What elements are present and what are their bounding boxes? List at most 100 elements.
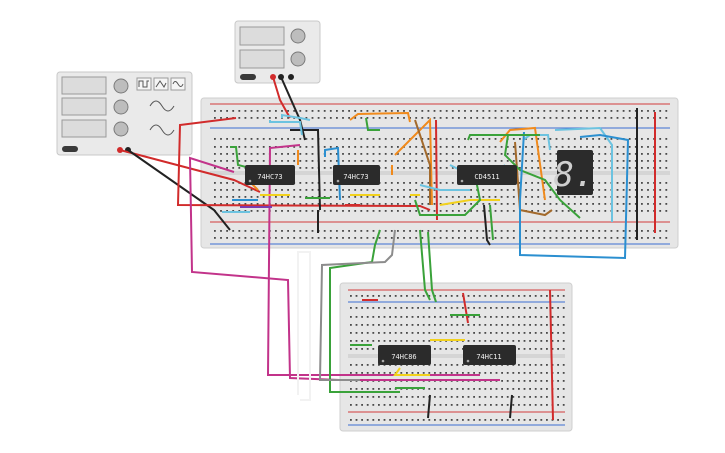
breadboard-hole[interactable] <box>537 210 540 212</box>
breadboard-hole[interactable] <box>634 146 637 148</box>
breadboard-hole[interactable] <box>512 153 515 155</box>
breadboard-hole[interactable] <box>488 146 491 148</box>
breadboard-hole[interactable] <box>329 146 332 148</box>
breadboard-hole[interactable] <box>372 396 375 398</box>
breadboard-hole[interactable] <box>342 237 344 239</box>
sine-wave-icon[interactable] <box>170 77 186 91</box>
breadboard-hole[interactable] <box>244 203 247 205</box>
breadboard-hole[interactable] <box>378 404 380 406</box>
breadboard-hole[interactable] <box>421 110 424 112</box>
breadboard-hole[interactable] <box>567 117 570 119</box>
breadboard-hole[interactable] <box>592 237 594 239</box>
breadboard-hole[interactable] <box>445 364 447 366</box>
breadboard-hole[interactable] <box>628 153 631 155</box>
breadboard-hole[interactable] <box>573 146 576 148</box>
breadboard-hole[interactable] <box>394 316 397 318</box>
breadboard-hole[interactable] <box>361 332 363 334</box>
breadboard-hole[interactable] <box>580 146 582 148</box>
breadboard-hole[interactable] <box>573 203 576 205</box>
breadboard-hole[interactable] <box>484 324 487 326</box>
breadboard-hole[interactable] <box>389 324 391 326</box>
breadboard-hole[interactable] <box>641 203 643 205</box>
breadboard-hole[interactable] <box>506 380 509 382</box>
breadboard-hole[interactable] <box>506 237 509 239</box>
breadboard-hole[interactable] <box>451 110 454 112</box>
breadboard-hole[interactable] <box>422 295 425 297</box>
breadboard-hole[interactable] <box>464 237 466 239</box>
breadboard-hole[interactable] <box>482 196 485 198</box>
breadboard-hole[interactable] <box>372 160 375 162</box>
breadboard-hole[interactable] <box>628 110 631 112</box>
breadboard-hole[interactable] <box>494 196 497 198</box>
breadboard-hole[interactable] <box>470 189 472 191</box>
breadboard-hole[interactable] <box>537 117 540 119</box>
breadboard-hole[interactable] <box>409 182 411 184</box>
breadboard-hole[interactable] <box>534 307 537 309</box>
breadboard-hole[interactable] <box>397 117 399 119</box>
breadboard-hole[interactable] <box>458 203 460 205</box>
breadboard-hole[interactable] <box>490 396 492 398</box>
breadboard-hole[interactable] <box>462 332 464 334</box>
breadboard-hole[interactable] <box>557 332 559 334</box>
breadboard-hole[interactable] <box>232 182 235 184</box>
breadboard-hole[interactable] <box>226 237 228 239</box>
breadboard-hole[interactable] <box>512 110 515 112</box>
breadboard-hole[interactable] <box>592 146 594 148</box>
breadboard-hole[interactable] <box>573 230 576 232</box>
breadboard-hole[interactable] <box>360 203 363 205</box>
breadboard-hole[interactable] <box>378 372 380 374</box>
breadboard-hole[interactable] <box>488 210 491 212</box>
breadboard-hole[interactable] <box>450 372 453 374</box>
breadboard-hole[interactable] <box>350 295 352 297</box>
breadboard-hole[interactable] <box>543 182 546 184</box>
breadboard-hole[interactable] <box>403 138 405 140</box>
breadboard-hole[interactable] <box>665 237 668 239</box>
breadboard-hole[interactable] <box>470 117 472 119</box>
breadboard-hole[interactable] <box>549 167 552 169</box>
breadboard-hole[interactable] <box>537 182 540 184</box>
breadboard-hole[interactable] <box>384 196 387 198</box>
breadboard-hole[interactable] <box>226 167 228 169</box>
breadboard-hole[interactable] <box>389 404 391 406</box>
breadboard-hole[interactable] <box>220 230 222 232</box>
breadboard-hole[interactable] <box>456 324 459 326</box>
breadboard-hole[interactable] <box>500 146 503 148</box>
breadboard-hole[interactable] <box>214 203 216 205</box>
breadboard-hole[interactable] <box>506 324 509 326</box>
breadboard-hole[interactable] <box>361 295 363 297</box>
breadboard-hole[interactable] <box>549 230 552 232</box>
breadboard-hole[interactable] <box>275 196 277 198</box>
breadboard-hole[interactable] <box>512 396 515 398</box>
breadboard-hole[interactable] <box>262 110 265 112</box>
breadboard-hole[interactable] <box>421 210 424 212</box>
breadboard-hole[interactable] <box>647 146 649 148</box>
breadboard-hole[interactable] <box>417 404 419 406</box>
breadboard-hole[interactable] <box>397 167 399 169</box>
breadboard-hole[interactable] <box>546 419 548 421</box>
breadboard-hole[interactable] <box>383 316 386 318</box>
breadboard-hole[interactable] <box>390 189 393 191</box>
breadboard-hole[interactable] <box>384 153 387 155</box>
breadboard-hole[interactable] <box>355 419 358 421</box>
breadboard-hole[interactable] <box>256 146 259 148</box>
breadboard-hole[interactable] <box>458 237 460 239</box>
breadboard-hole[interactable] <box>495 419 498 421</box>
breadboard-hole[interactable] <box>415 182 418 184</box>
breadboard-hole[interactable] <box>616 196 619 198</box>
breadboard-hole[interactable] <box>628 189 631 191</box>
breadboard-hole[interactable] <box>372 419 375 421</box>
breadboard-hole[interactable] <box>342 160 344 162</box>
breadboard-hole[interactable] <box>592 153 594 155</box>
breadboard-hole[interactable] <box>336 210 338 212</box>
breadboard-hole[interactable] <box>281 110 283 112</box>
breadboard-hole[interactable] <box>456 388 459 390</box>
breadboard-hole[interactable] <box>543 167 546 169</box>
breadboard-hole[interactable] <box>361 404 363 406</box>
breadboard-hole[interactable] <box>372 295 375 297</box>
breadboard-hole[interactable] <box>378 316 380 318</box>
breadboard-hole[interactable] <box>311 210 314 212</box>
breadboard-hole[interactable] <box>450 404 453 406</box>
breadboard-hole[interactable] <box>417 340 419 342</box>
breadboard-hole[interactable] <box>305 189 308 191</box>
breadboard-hole[interactable] <box>456 364 459 366</box>
